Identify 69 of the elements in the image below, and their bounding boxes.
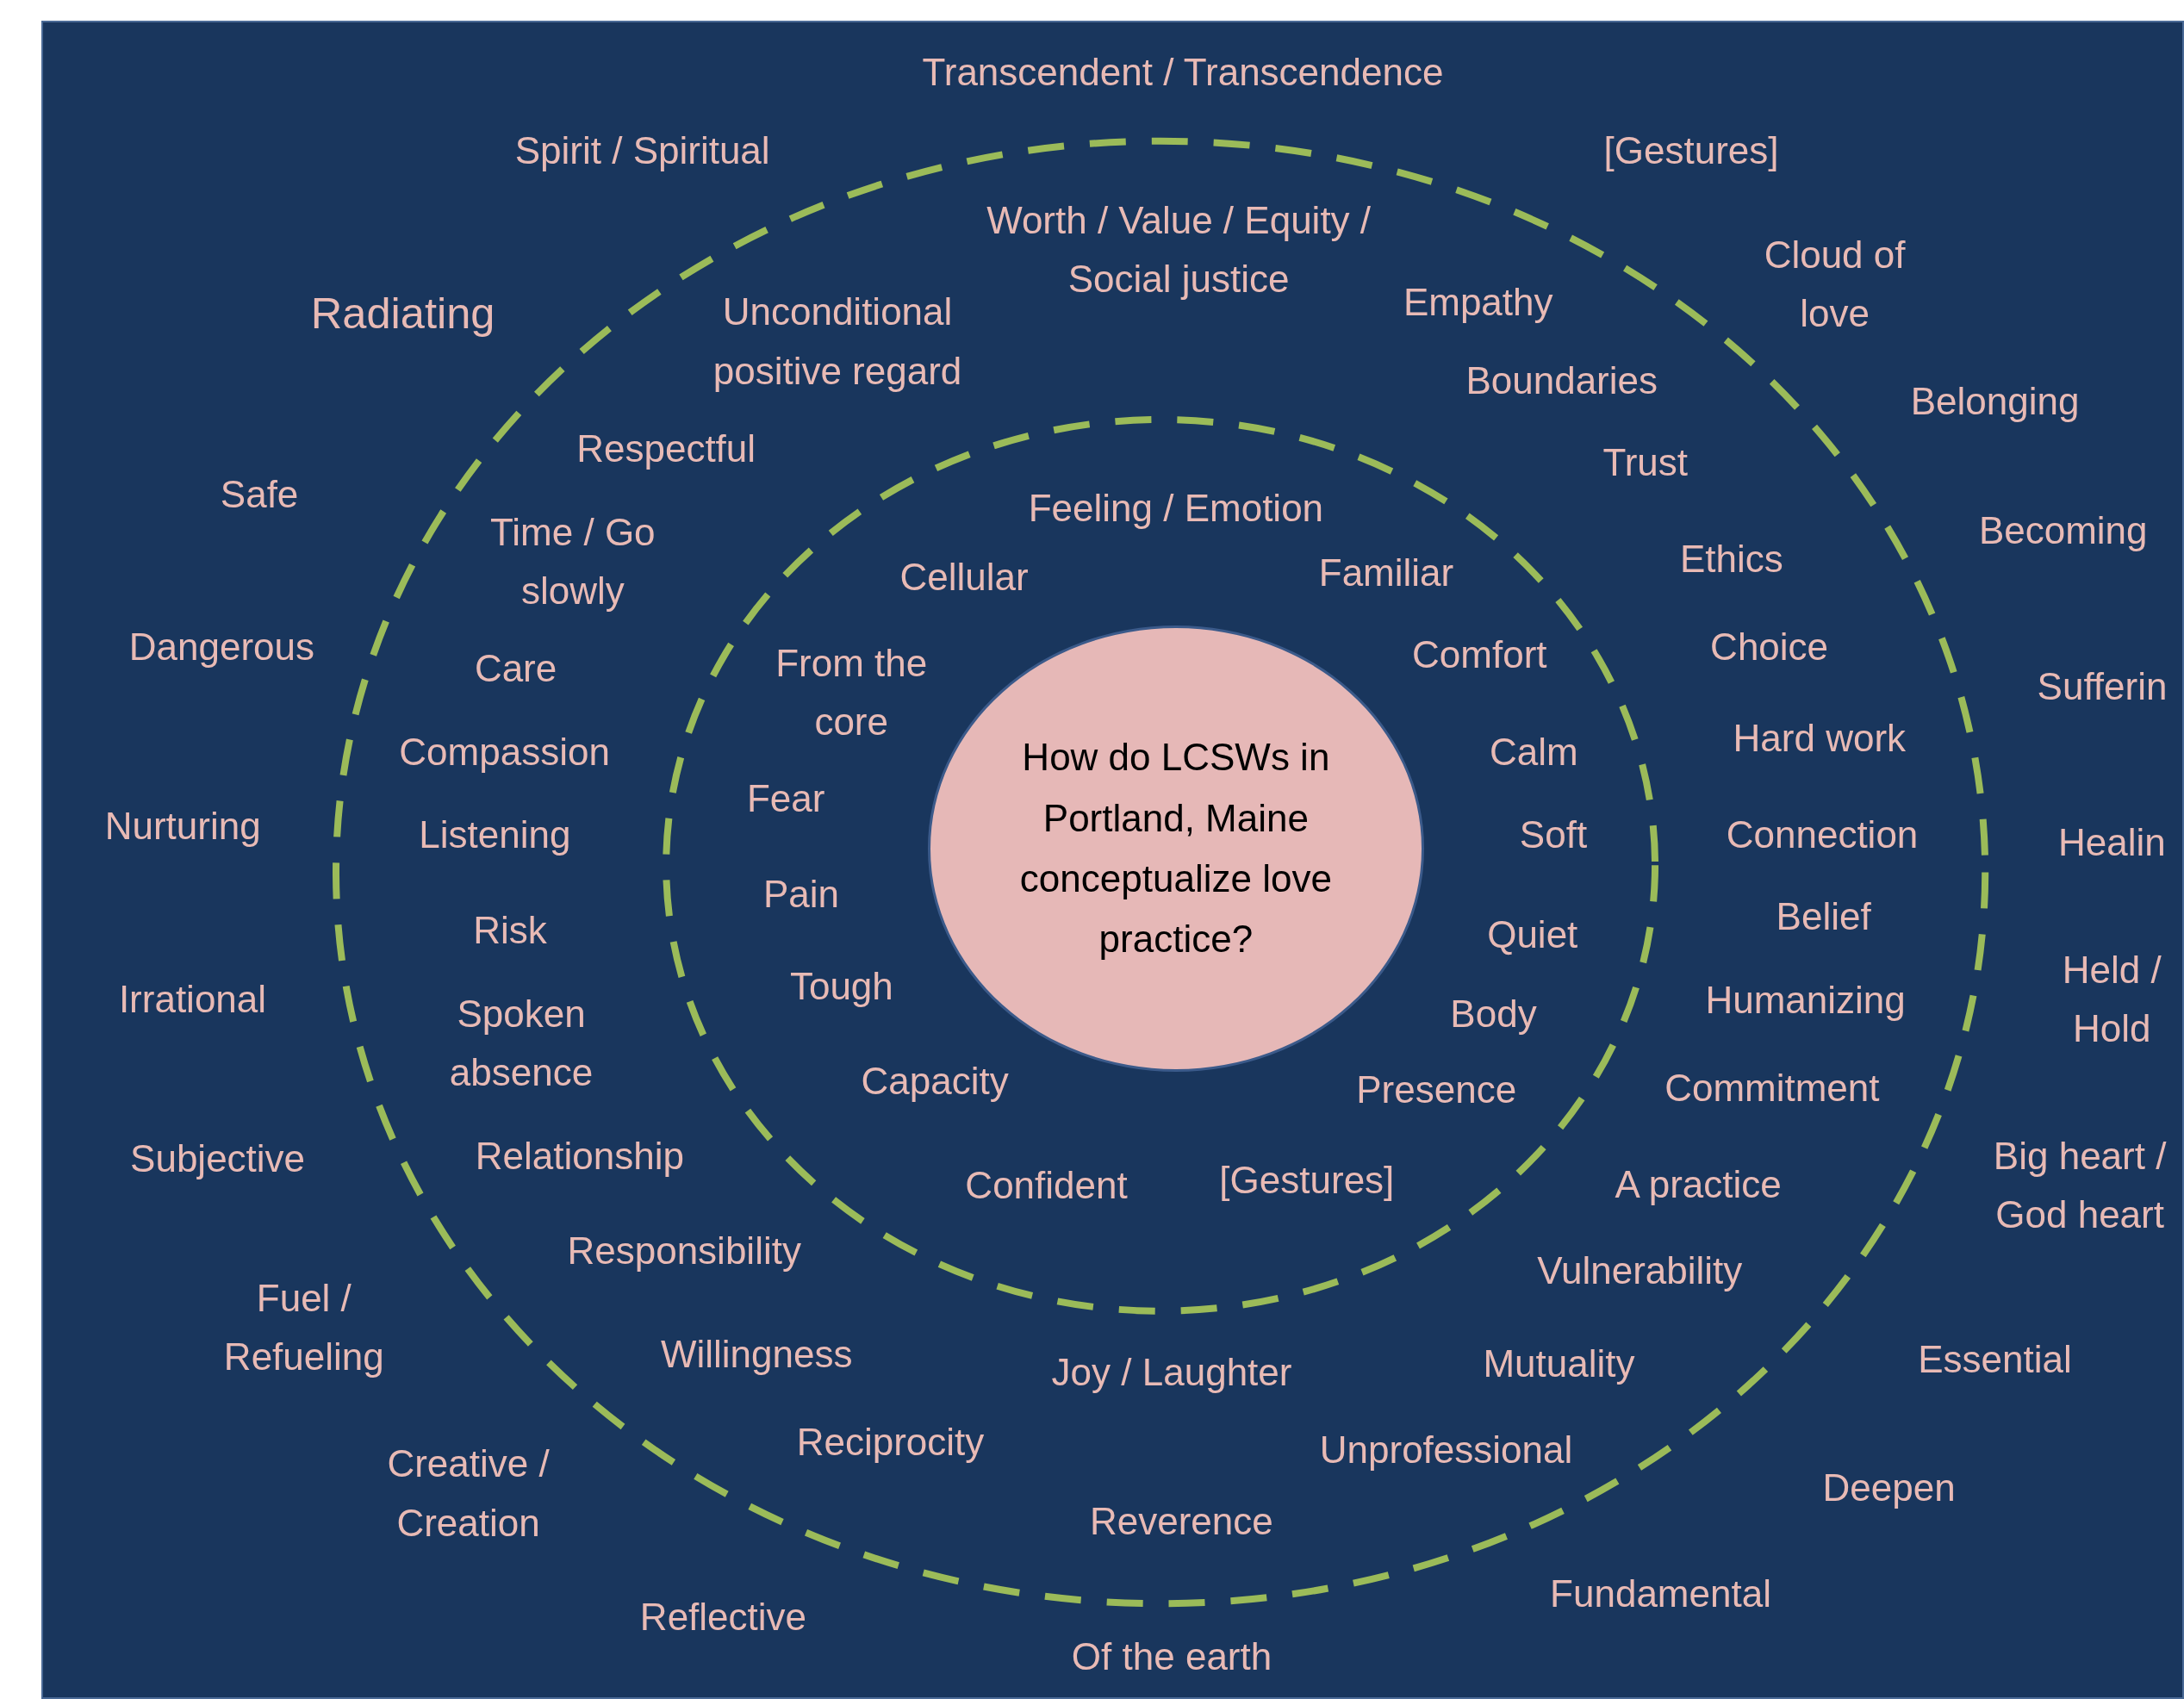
concept-word: Familiar bbox=[1318, 550, 1454, 595]
concept-word: Vulnerability bbox=[1537, 1248, 1743, 1293]
concept-word: Reflective bbox=[639, 1595, 807, 1640]
concept-word: Ethics bbox=[1680, 536, 1783, 582]
concept-word: Quiet bbox=[1487, 912, 1578, 958]
concept-word: Unconditional positive regard bbox=[712, 289, 963, 394]
question-text: How do LCSWs in Portland, Maine conceptualize love practice? bbox=[1018, 735, 1333, 962]
concept-word: Deepen bbox=[1822, 1465, 1956, 1510]
concept-word: Feeling / Emotion bbox=[1028, 486, 1324, 532]
concept-word: Belief bbox=[1776, 894, 1871, 940]
concept-word: Confident bbox=[965, 1163, 1128, 1209]
concept-word: Body bbox=[1450, 992, 1537, 1037]
concept-word: Unprofessional bbox=[1319, 1428, 1573, 1473]
concept-word: [Gestures] bbox=[1219, 1157, 1395, 1203]
concept-word: Respectful bbox=[576, 426, 756, 471]
concept-word: Reverence bbox=[1089, 1498, 1273, 1544]
concept-word: Joy / Laughter bbox=[1051, 1349, 1292, 1395]
concept-word: From the core bbox=[775, 640, 929, 744]
concept-word: Radiating bbox=[310, 287, 495, 339]
concept-word: Empathy bbox=[1403, 280, 1553, 326]
concept-word: Transcendent / Transcendence bbox=[922, 50, 1444, 96]
concept-word: Capacity bbox=[861, 1058, 1009, 1104]
concept-word: Worth / Value / Equity / Social justice bbox=[986, 197, 1372, 302]
concept-word: Commitment bbox=[1664, 1065, 1880, 1111]
concept-word: Spirit / Spiritual bbox=[514, 128, 770, 173]
concept-word: Responsibility bbox=[567, 1229, 801, 1274]
concept-word: Essential bbox=[1918, 1337, 2072, 1383]
concept-word: Of the earth bbox=[1071, 1634, 1272, 1679]
concept-word: Belonging bbox=[1910, 378, 2080, 424]
concept-word: Relationship bbox=[475, 1134, 684, 1179]
concept-word: Boundaries bbox=[1465, 358, 1658, 403]
concept-word: Big heart / God heart bbox=[1992, 1134, 2168, 1238]
concept-word: Mutuality bbox=[1483, 1341, 1635, 1387]
concept-word: Fear bbox=[746, 775, 825, 821]
concept-word: Nurturing bbox=[104, 804, 261, 849]
concept-word: Dangerous bbox=[128, 624, 315, 669]
concept-word: Trust bbox=[1602, 440, 1688, 486]
concept-word: Compassion bbox=[399, 730, 610, 775]
concept-word: Cloud of love bbox=[1763, 233, 1907, 337]
concept-word: Reciprocity bbox=[796, 1419, 985, 1465]
concept-word: Willingness bbox=[661, 1331, 853, 1377]
concept-word: Care bbox=[474, 646, 557, 692]
concept-word: Becoming bbox=[1978, 508, 2148, 554]
concept-word: Listening bbox=[419, 812, 571, 857]
concept-word: Irrational bbox=[118, 976, 267, 1022]
concept-word: Hard work bbox=[1733, 716, 1907, 762]
concept-word: [Gestures] bbox=[1603, 128, 1779, 173]
concept-word: Creative / Creation bbox=[386, 1441, 551, 1546]
concept-word: Comfort bbox=[1412, 632, 1547, 678]
concept-word: Soft bbox=[1519, 812, 1588, 857]
concept-word: Sufferin bbox=[2037, 664, 2168, 710]
concept-word: Safe bbox=[220, 472, 299, 518]
concept-word: Risk bbox=[473, 908, 547, 954]
concept-word: Fuel / Refueling bbox=[222, 1275, 385, 1380]
concept-word: Humanizing bbox=[1705, 978, 1906, 1024]
concept-word: Cellular bbox=[899, 554, 1029, 600]
concept-word: Subjective bbox=[130, 1136, 306, 1182]
concept-word: Choice bbox=[1710, 624, 1829, 669]
concept-word: Calm bbox=[1490, 730, 1578, 775]
concept-word: Time / Go slowly bbox=[489, 509, 656, 613]
concept-word: Held / Hold bbox=[2061, 947, 2162, 1051]
concept-word: Tough bbox=[789, 963, 893, 1009]
concept-word: A practice bbox=[1615, 1161, 1782, 1207]
concept-word: Pain bbox=[762, 872, 839, 918]
concept-word: Presence bbox=[1356, 1067, 1517, 1112]
concept-word: Spoken absence bbox=[448, 992, 594, 1096]
concept-word: Connection bbox=[1726, 812, 1919, 857]
concept-word: Healin bbox=[2057, 820, 2166, 866]
concept-word: Fundamental bbox=[1550, 1571, 1771, 1616]
